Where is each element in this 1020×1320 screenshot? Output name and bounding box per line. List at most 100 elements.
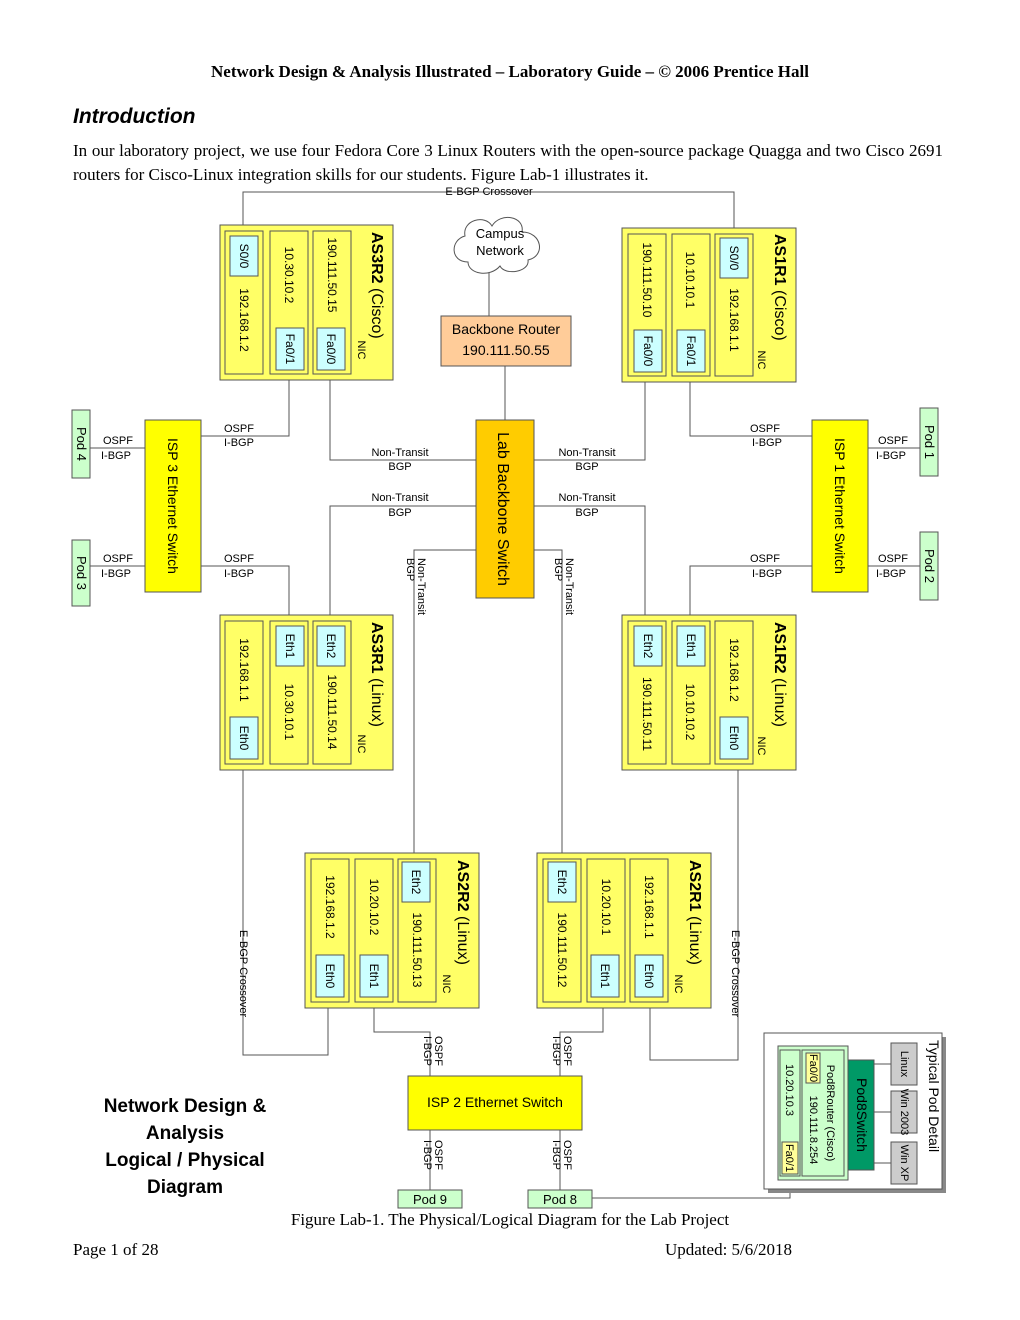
ip-label: 190.111.50.15	[325, 238, 339, 313]
label-ospf: OSPF	[561, 1140, 573, 1170]
router-as2r2: 192.168.1.2 Eth0 10.20.10.2 Eth1 Eth2 19…	[304, 852, 480, 1009]
ip-label: 10.30.10.2	[282, 247, 296, 304]
iface-fa0-0: Fa0/0	[324, 334, 338, 365]
ebgp-crossover-label: E-BGP Crossover	[445, 186, 533, 198]
ip-label: 10.10.10.1	[683, 252, 697, 309]
ip-label: 190.111.50.11	[640, 677, 654, 751]
label-ospf: OSPF	[750, 423, 780, 435]
pod8-label: Pod 8	[543, 1192, 577, 1207]
ip-label: 190.111.50.10	[640, 243, 654, 318]
iface-eth1: Eth1	[598, 964, 612, 989]
isp2-switch-label: ISP 2 Ethernet Switch	[427, 1094, 563, 1110]
typical-pod-detail: Typical Pod Detail Linux Win 2003 Win XP…	[763, 1032, 946, 1193]
pod9-label: Pod 9	[413, 1192, 447, 1207]
router-title: AS1R1	[771, 234, 788, 286]
label-ibgp: I-BGP	[876, 568, 906, 580]
label-ospf: OSPF	[561, 1036, 573, 1066]
iface-eth0: Eth0	[237, 726, 251, 751]
router-type: (Cisco)	[771, 290, 788, 341]
label-bgp: BGP	[388, 461, 411, 473]
page-header: Network Design & Analysis Illustrated – …	[211, 62, 809, 81]
label-non-transit: Non-Transit	[563, 558, 575, 615]
label-ibgp: I-BGP	[876, 450, 906, 462]
label-ospf: OSPF	[224, 553, 254, 565]
ip-label: 190.111.50.14	[325, 675, 339, 750]
isp3-switch-label: ISP 3 Ethernet Switch	[165, 438, 181, 574]
legend-line: Network Design &	[104, 1096, 267, 1117]
nic-label: NIC	[355, 735, 367, 754]
intro-paragraph: In our laboratory project, we use four F…	[73, 141, 943, 184]
label-ibgp: I-BGP	[101, 450, 131, 462]
ip-label: 192.168.1.2	[323, 875, 337, 939]
router-type: (Linux)	[771, 678, 788, 727]
label-ospf: OSPF	[878, 553, 908, 565]
label-non-transit: Non-Transit	[558, 492, 615, 504]
router-type: (Linux)	[686, 916, 703, 965]
pods: Pod 4 Pod 3 Pod 1 Pod 2 Pod 9 Pod 8	[71, 407, 939, 1209]
label-bgp: BGP	[575, 461, 598, 473]
iface-eth2: Eth2	[641, 634, 655, 659]
section-title: Introduction	[73, 105, 196, 128]
isp3-switch: ISP 3 Ethernet Switch	[144, 419, 202, 593]
iface-eth0: Eth0	[323, 964, 337, 989]
ip-label: 192.168.1.1	[642, 875, 656, 939]
label-ospf: OSPF	[224, 423, 254, 435]
router-as3r2: S0/0 192.168.1.2 10.30.10.2 Fa0/1 190.11…	[219, 224, 394, 381]
router-title: AS1R2	[771, 622, 788, 674]
iface-eth2: Eth2	[409, 870, 423, 895]
router-as2r1: Eth2 190.111.50.12 10.20.10.1 Eth1 192.1…	[536, 852, 712, 1009]
legend-line: Logical / Physical	[105, 1150, 264, 1171]
nic-label: NIC	[440, 975, 452, 994]
label-ospf: OSPF	[878, 435, 908, 447]
ip-label: 10.30.10.1	[282, 684, 296, 741]
label-bgp: BGP	[404, 558, 416, 581]
host-win2003: Win 2003	[898, 1089, 910, 1135]
ip-label: 10.20.10.2	[367, 879, 381, 936]
router-type: (Cisco)	[368, 288, 385, 339]
ip-label: 192.168.1.1	[727, 288, 741, 352]
iface-fa0-1: Fa0/1	[684, 336, 698, 367]
legend-line: Diagram	[147, 1177, 223, 1198]
updated-date: Updated: 5/6/2018	[664, 1240, 792, 1259]
ip-label: 192.168.1.1	[237, 638, 251, 702]
iface-eth0: Eth0	[642, 964, 656, 989]
link-labels: E-BGP Crossover OSPF I-BGP OSPF I-BGP OS…	[101, 186, 908, 1170]
pod8-switch-label: Pod8Switch	[854, 1078, 870, 1152]
iface-eth1: Eth1	[684, 634, 698, 659]
router-title: AS3R1	[368, 622, 385, 674]
label-ospf: OSPF	[432, 1036, 444, 1066]
label-ibgp: I-BGP	[224, 568, 254, 580]
label-bgp: BGP	[552, 558, 564, 581]
backbone-router-ip: 190.111.50.55	[462, 342, 550, 358]
lab-backbone-switch: Lab Backbone Switch	[475, 419, 535, 599]
iface-s0-0: S0/0	[727, 246, 741, 271]
backbone-router-name: Backbone Router	[452, 321, 561, 337]
iface-eth2: Eth2	[324, 634, 338, 659]
label-bgp: BGP	[388, 507, 411, 519]
label-ibgp: I-BGP	[224, 437, 254, 449]
backbone-router: Backbone Router 190.111.50.55	[440, 315, 572, 367]
router-title: AS3R2	[368, 232, 385, 284]
label-ospf: OSPF	[103, 553, 133, 565]
label-ibgp: I-BGP	[421, 1140, 433, 1170]
lab-switch-label: Lab Backbone Switch	[494, 432, 511, 586]
label-ibgp: I-BGP	[550, 1140, 562, 1170]
pod-detail-title: Typical Pod Detail	[926, 1040, 942, 1152]
iface-eth2: Eth2	[555, 870, 569, 895]
label-non-transit: Non-Transit	[371, 447, 428, 459]
diagram-legend-title: Network Design & Analysis Logical / Phys…	[104, 1096, 267, 1198]
iface-fa0-1: Fa0/1	[783, 1144, 795, 1172]
campus-network-cloud: Campus Network	[453, 217, 540, 274]
host-winxp: Win XP	[898, 1145, 910, 1182]
label-bgp: BGP	[575, 507, 598, 519]
pod2-label: Pod 2	[922, 549, 937, 583]
pod3-label: Pod 3	[74, 556, 89, 590]
router-as1r2: Eth2 190.111.50.11 Eth1 10.10.10.2 192.1…	[621, 614, 797, 771]
router-title: AS2R2	[454, 860, 471, 912]
pod1-label: Pod 1	[922, 425, 937, 459]
ip-label: 192.168.1.2	[237, 288, 251, 352]
page-number: Page 1 of 28	[73, 1240, 159, 1259]
router-type: (Linux)	[454, 916, 471, 965]
iface-fa0-0: Fa0/0	[807, 1054, 819, 1082]
